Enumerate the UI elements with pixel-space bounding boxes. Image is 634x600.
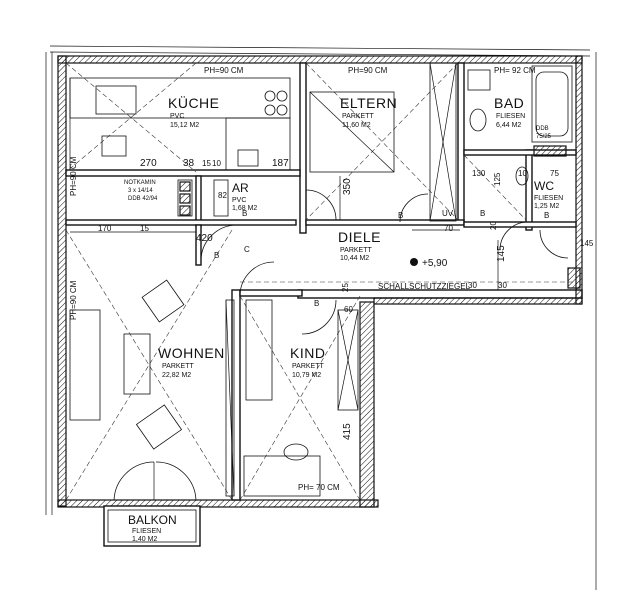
marker-b-3: B <box>314 299 319 308</box>
bad-ddb-label: DDB <box>536 126 549 132</box>
dim-38: 38 <box>183 158 195 169</box>
dim-145: 145 <box>496 245 507 262</box>
eltern-furniture <box>309 62 457 222</box>
dim-25: 25 <box>341 283 350 292</box>
dim-75: 75 <box>550 169 559 178</box>
dim-125: 125 <box>493 172 502 186</box>
ph-label-eltern: PH=90 CM <box>348 66 388 75</box>
room-area-kind: 10,79 M2 <box>292 372 321 379</box>
dim-145b: 145 <box>580 239 594 248</box>
kind-furniture <box>243 299 359 497</box>
entry-door <box>567 267 581 289</box>
dim-14: 15 <box>140 224 149 233</box>
ph-label-kueche-left: PH=90 CM <box>69 156 78 196</box>
room-floor-wc: FLIESEN <box>534 195 563 202</box>
interior-walls <box>65 62 577 501</box>
bad-furniture <box>467 65 573 157</box>
notkamin-shafts <box>177 179 229 217</box>
ph-label-kueche: PH=90 CM <box>204 66 244 75</box>
room-floor-kueche: PVC <box>170 113 184 120</box>
room-area-wohnen: 22,82 M2 <box>162 372 191 379</box>
dim-10b: 10 <box>518 169 527 178</box>
room-name-diele: DIELE <box>338 229 381 245</box>
notkamin-label: NOTKAMIN <box>124 180 156 186</box>
dim-30: 30 <box>498 281 507 290</box>
balkon <box>103 461 201 547</box>
room-name-eltern: ELTERN <box>340 95 397 111</box>
dim-350: 350 <box>342 178 353 195</box>
room-name-kueche: KÜCHE <box>168 94 220 111</box>
room-area-wc: 1,25 M2 <box>534 203 559 210</box>
schallschutz-label: SCHALLSCHUTZZIEGEL <box>378 282 471 291</box>
room-area-diele: 10,44 M2 <box>340 255 369 262</box>
door-swings <box>200 189 569 335</box>
dim-82: 82 <box>218 191 227 200</box>
room-floor-wohnen: PARKETT <box>162 363 194 370</box>
wc-furniture <box>515 166 529 186</box>
room-name-bad: BAD <box>494 95 524 111</box>
room-area-balkon: 1,40 M2 <box>132 536 157 543</box>
level-marker-icon <box>410 258 418 266</box>
dim-15: 15 <box>202 159 211 168</box>
notkamin-size: 3 x 14/14 <box>128 188 153 194</box>
dim-420: 420 <box>196 233 213 244</box>
marker-b-1: B <box>214 251 219 260</box>
dim-60: 60 <box>344 305 353 314</box>
dim-130: 130 <box>472 169 486 178</box>
dim-170: 170 <box>98 224 112 233</box>
room-diagonals <box>65 62 576 501</box>
room-name-wc: WC <box>534 179 554 193</box>
dim-70: 70 <box>444 224 453 233</box>
wohnen-furniture <box>69 279 235 497</box>
dim-10: 10 <box>212 159 221 168</box>
room-floor-diele: PARKETT <box>340 247 372 254</box>
marker-uv: UV <box>442 209 454 218</box>
room-area-ar: 1,68 M2 <box>232 205 257 212</box>
room-name-wohnen: WOHNEN <box>158 345 225 361</box>
room-floor-kind: PARKETT <box>292 363 324 370</box>
room-floor-bad: FLIESEN <box>496 113 525 120</box>
ph-label-kind: PH= 70 CM <box>298 483 340 492</box>
marker-b-6: B <box>242 209 247 218</box>
bad-ddb-size: 75/25 <box>536 134 552 140</box>
room-name-balkon: BALKON <box>128 513 177 527</box>
marker-b-2: B <box>398 211 403 220</box>
level-label: +5,90 <box>422 258 448 269</box>
dim-270: 270 <box>140 158 157 169</box>
marker-c: C <box>244 245 250 254</box>
room-floor-ar: PVC <box>232 197 246 204</box>
dim-187: 187 <box>272 158 289 169</box>
room-name-ar: AR <box>232 181 249 195</box>
outer-walls <box>57 55 583 508</box>
ph-label-bad: PH= 92 CM <box>494 66 536 75</box>
kitchen-furniture <box>69 77 291 171</box>
room-area-bad: 6,44 M2 <box>496 122 521 129</box>
ph-label-wohnen: PH=90 CM <box>69 280 78 320</box>
room-area-kueche: 15,12 M2 <box>170 122 199 129</box>
notkamin-ddb: DDB 42/94 <box>128 196 158 202</box>
room-area-eltern: 11,60 M2 <box>342 122 371 129</box>
dimension-lines <box>70 176 499 290</box>
marker-b-5: B <box>544 211 549 220</box>
dim-415: 415 <box>342 423 353 440</box>
dim-10c: 20 <box>489 221 498 230</box>
room-floor-balkon: FLIESEN <box>132 528 161 535</box>
dim-30b: 30 <box>468 281 477 290</box>
marker-b-4: B <box>480 209 485 218</box>
room-floor-eltern: PARKETT <box>342 113 374 120</box>
room-name-kind: KIND <box>290 345 325 361</box>
outer-boundary <box>45 45 597 590</box>
